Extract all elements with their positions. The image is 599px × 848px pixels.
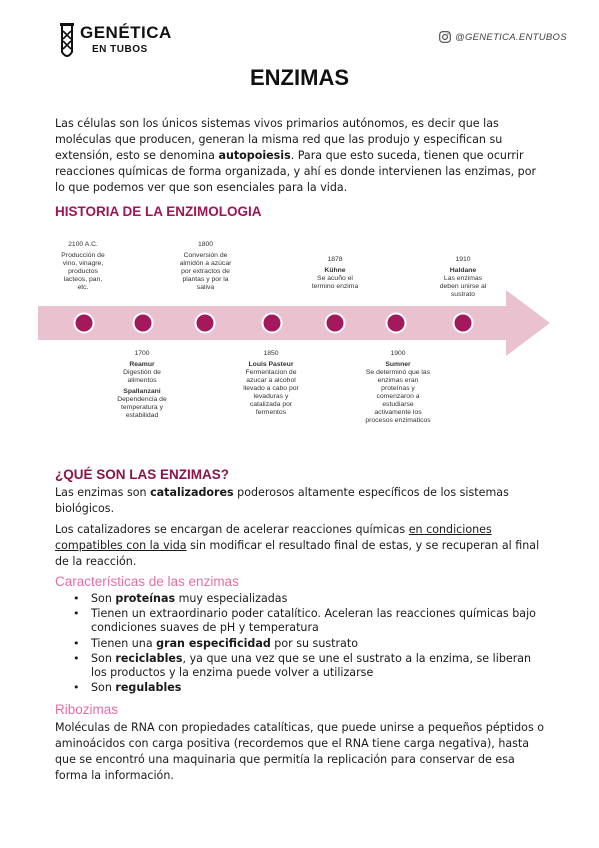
event-year: 1910 <box>455 256 471 263</box>
event-name: Reamur <box>129 361 155 368</box>
event-text: Conversión de almidón a azúcar por extra… <box>179 252 232 291</box>
timeline-dot <box>194 312 216 334</box>
event-year: 1878 <box>327 256 343 263</box>
list-item: Tienen una gran especificidad por su sus… <box>55 637 550 651</box>
text: poderosos altamente específicos de los s… <box>55 486 509 515</box>
list-item: Son regulables <box>55 681 550 695</box>
text: Las enzimas son <box>55 486 151 499</box>
text: muy especializadas <box>175 592 288 605</box>
event-year: 1850 <box>263 350 279 357</box>
instagram-handle: @GENETICA.ENTUBOS <box>455 31 567 43</box>
text: por su sustrato <box>270 636 358 650</box>
underlined-phrase: en condiciones compatibles con la vida <box>55 523 492 552</box>
bold-term: proteínas <box>115 592 176 605</box>
timeline-event-1910: 1910 Haldane Las enzimas deben unirse al… <box>434 256 492 299</box>
event-name: Kühne <box>324 267 346 274</box>
text: , ya que una vez que se une el sustrato … <box>91 651 532 680</box>
instagram-link[interactable]: @GENETICA.ENTUBOS <box>439 31 567 43</box>
timeline-event-1800: 1800 Conversión de almidón a azúcar por … <box>178 241 233 292</box>
bold-term: gran especificidad <box>156 636 271 650</box>
timeline-graphic <box>38 290 550 356</box>
event-year: 1900 <box>390 350 406 357</box>
caracteristicas-heading: Características de las enzimas <box>55 574 239 589</box>
ribozimas-paragraph: Moléculas de RNA con propiedades catalít… <box>55 721 545 782</box>
timeline-event-1900: 1900 Sumner Se determinó que las enzimas… <box>365 350 431 425</box>
event-year: 2100 A.C. <box>68 241 98 248</box>
text: sin modificar el resultado final de esta… <box>55 539 540 568</box>
timeline-dot <box>73 312 95 334</box>
timeline-event-1878: 1878 Kühne Se acuño el termino enzima <box>311 256 359 291</box>
list-item: Tienen un extraordinario poder catalític… <box>55 607 550 635</box>
text: Son <box>91 651 116 665</box>
logo-title: GENÉTICA <box>80 23 172 42</box>
list-item: Son reciclables, ya que una vez que se u… <box>55 652 550 680</box>
list-item: Son proteínas muy especializadas <box>55 592 550 606</box>
event-year: 1800 <box>197 241 214 248</box>
event-text: Se acuño el termino enzima <box>311 275 359 290</box>
event-text: Se determinó que las enzimas eran proteí… <box>365 369 431 424</box>
bold-term: reciclables <box>115 651 183 665</box>
que-son-paragraph-1: Las enzimas son catalizadores poderosos … <box>55 485 545 517</box>
text: Los catalizadores se encargan de acelera… <box>55 523 409 536</box>
intro-text-1: Las células son los únicos sistemas vivo… <box>55 117 503 162</box>
timeline-dot <box>385 312 407 334</box>
page-title: ENZIMAS <box>250 65 349 90</box>
event-text: Digestión de alimentos <box>123 369 161 384</box>
event-name: Louis Pasteur <box>248 361 294 368</box>
bold-term: catalizadores <box>150 486 234 499</box>
timeline-dot <box>261 312 283 334</box>
bold-term: regulables <box>115 681 182 695</box>
timeline-dot <box>452 312 474 334</box>
intro-paragraph: Las células son los únicos sistemas vivo… <box>55 116 545 196</box>
event-name-2: Spallanzani <box>123 388 161 395</box>
que-son-heading: ¿QUÉ SON LAS ENZIMAS? <box>55 467 230 482</box>
text: Tienen un extraordinario poder catalític… <box>91 607 536 635</box>
ribozimas-heading: Ribozimas <box>55 702 119 717</box>
intro-text-2: . Para que esto suceda, tienen que ocurr… <box>55 149 537 194</box>
timeline-event-1700: 1700 Reamur Digestión de alimentos Spall… <box>113 350 171 420</box>
timeline-event-2100ac: 2100 A.C. Producción de vino, vinagre, p… <box>58 241 108 292</box>
caracteristicas-list: Son proteínas muy especializadas Tienen … <box>55 592 550 696</box>
instagram-icon <box>439 31 451 43</box>
timeline-arrow <box>38 290 550 356</box>
text: Tienen una <box>91 636 157 650</box>
enzymology-timeline <box>38 265 560 385</box>
event-year: 1700 <box>134 350 150 357</box>
event-text: Fermentacion de azucar a alcohol llevado… <box>243 369 299 416</box>
event-text: Producción de vino, vinagre, productos l… <box>61 252 105 291</box>
text: Son <box>91 681 116 695</box>
caracteristicas-list-wrapper: Son proteínas muy especializadas Tienen … <box>55 592 550 696</box>
test-tube-logo-icon <box>60 23 74 57</box>
timeline-dot <box>324 312 346 334</box>
event-name: Sumner <box>385 361 411 368</box>
que-son-paragraph-2: Los catalizadores se encargan de acelera… <box>55 522 545 570</box>
event-name: Haldane <box>449 267 477 274</box>
text: Son <box>91 592 116 605</box>
timeline-event-1850: 1850 Louis Pasteur Fermentacion de azuca… <box>238 350 304 417</box>
event-text-2: Dependencia de temperatura y estabilidad <box>117 396 167 419</box>
intro-bold-term: autopoiesis <box>218 149 291 162</box>
timeline-dot <box>132 312 154 334</box>
logo-subtitle: EN TUBOS <box>92 44 148 55</box>
event-text: Las enzimas deben unirse al sustrato <box>439 275 487 298</box>
history-heading: HISTORIA DE LA ENZIMOLOGIA <box>55 204 262 219</box>
